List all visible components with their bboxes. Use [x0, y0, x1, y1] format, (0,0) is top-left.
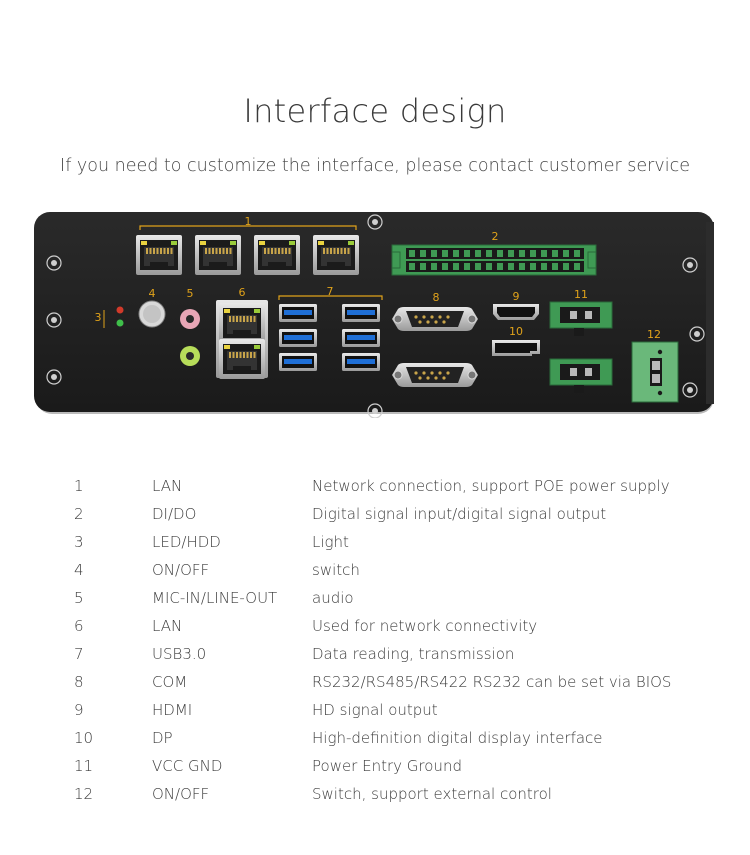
page-title: Interface design [243, 92, 507, 130]
callout-label: 10 [509, 325, 523, 338]
row-number: 3 [74, 533, 84, 551]
usb-port-icon [279, 304, 317, 322]
row-number: 11 [74, 757, 94, 775]
callout-label: 9 [513, 290, 520, 303]
interface-description: Digital signal input/digital signal outp… [312, 505, 607, 523]
lan-port-icon [254, 235, 300, 275]
displayport-icon [492, 340, 540, 356]
callout-label: 12 [647, 328, 661, 341]
interface-description: switch [312, 561, 360, 579]
callout-label: 7 [327, 285, 334, 298]
led-red-icon [116, 306, 124, 314]
callout-label: 4 [149, 287, 156, 300]
table-row: 6 LAN Used for network connectivity [60, 612, 720, 640]
callout-label: 11 [574, 288, 588, 301]
interface-description: Data reading, transmission [312, 645, 515, 663]
power-button-icon [138, 300, 166, 328]
interface-description: HD signal output [312, 701, 438, 719]
interface-name: COM [152, 673, 188, 691]
interface-name: ON/OFF [152, 561, 210, 579]
mic-in-jack-icon [180, 309, 200, 329]
interface-name: DP [152, 729, 173, 747]
interface-description: Used for network connectivity [312, 617, 538, 635]
lan-port-icon [136, 235, 182, 275]
table-row: 3 LED/HDD Light [60, 528, 720, 556]
interface-name: ON/OFF [152, 785, 210, 803]
com-port-icon [391, 306, 479, 332]
interface-name: MIC-IN/LINE-OUT [152, 589, 278, 607]
interface-name: LAN [152, 477, 183, 495]
interface-name: HDMI [152, 701, 193, 719]
interface-name: LAN [152, 617, 183, 635]
row-number: 7 [74, 645, 84, 663]
table-row: 12 ON/OFF Switch, support external control [60, 780, 720, 808]
dual-lan-port-icon [216, 300, 268, 379]
dio-terminal-icon [391, 244, 597, 276]
lan-port-icon [313, 235, 359, 275]
callout-label: 8 [433, 291, 440, 304]
interface-name: VCC GND [152, 757, 223, 775]
row-number: 1 [74, 477, 84, 495]
table-row: 10 DP High-definition digital display inte… [60, 724, 720, 752]
interface-description: audio [312, 589, 354, 607]
table-row: 2 DI/DO Digital signal input/digital signa… [60, 500, 720, 528]
com-port-icon [391, 362, 479, 388]
interface-description: Light [312, 533, 349, 551]
row-number: 12 [74, 785, 94, 803]
callout-label: 6 [239, 286, 246, 299]
line-out-jack-icon [180, 346, 200, 366]
row-number: 8 [74, 673, 84, 691]
table-row: 9 HDMI HD signal output [60, 696, 720, 724]
usb-port-icon [342, 353, 380, 371]
external-switch-terminal-icon [631, 341, 679, 403]
table-row: 1 LAN Network connection, support POE powe… [60, 472, 720, 500]
interface-name: USB3.0 [152, 645, 207, 663]
callout-label: 2 [492, 230, 499, 243]
interface-description: Switch, support external control [312, 785, 552, 803]
interface-description: High-definition digital display interfac… [312, 729, 603, 747]
usb-port-icon [279, 329, 317, 347]
usb-port-icon [279, 353, 317, 371]
table-row: 4 ON/OFF switch [60, 556, 720, 584]
callout-label: 5 [187, 287, 194, 300]
callout-label: 3 [95, 311, 102, 324]
usb-port-icon [342, 329, 380, 347]
usb-port-icon [342, 304, 380, 322]
interface-name: DI/DO [152, 505, 197, 523]
row-number: 10 [74, 729, 94, 747]
table-row: 8 COM RS232/RS485/RS422 RS232 can be set v… [60, 668, 720, 696]
interface-description: Power Entry Ground [312, 757, 462, 775]
row-number: 9 [74, 701, 84, 719]
interface-description: RS232/RS485/RS422 RS232 can be set via B… [312, 673, 672, 691]
interface-description: Network connection, support POE power su… [312, 477, 670, 495]
table-row: 5 MIC-IN/LINE-OUT audio [60, 584, 720, 612]
row-number: 5 [74, 589, 84, 607]
callout-label: 1 [245, 215, 252, 228]
row-number: 2 [74, 505, 84, 523]
lan-port-icon [195, 235, 241, 275]
page-subtitle: If you need to customize the interface, … [60, 156, 690, 176]
table-row: 11 VCC GND Power Entry Ground [60, 752, 720, 780]
table-row: 7 USB3.0 Data reading, transmission [60, 640, 720, 668]
led-green-icon [116, 319, 124, 327]
row-number: 6 [74, 617, 84, 635]
device-rear-panel: 1 2 3 4 [34, 212, 716, 418]
hdmi-port-icon [493, 304, 539, 320]
row-number: 4 [74, 561, 84, 579]
interface-name: LED/HDD [152, 533, 221, 551]
